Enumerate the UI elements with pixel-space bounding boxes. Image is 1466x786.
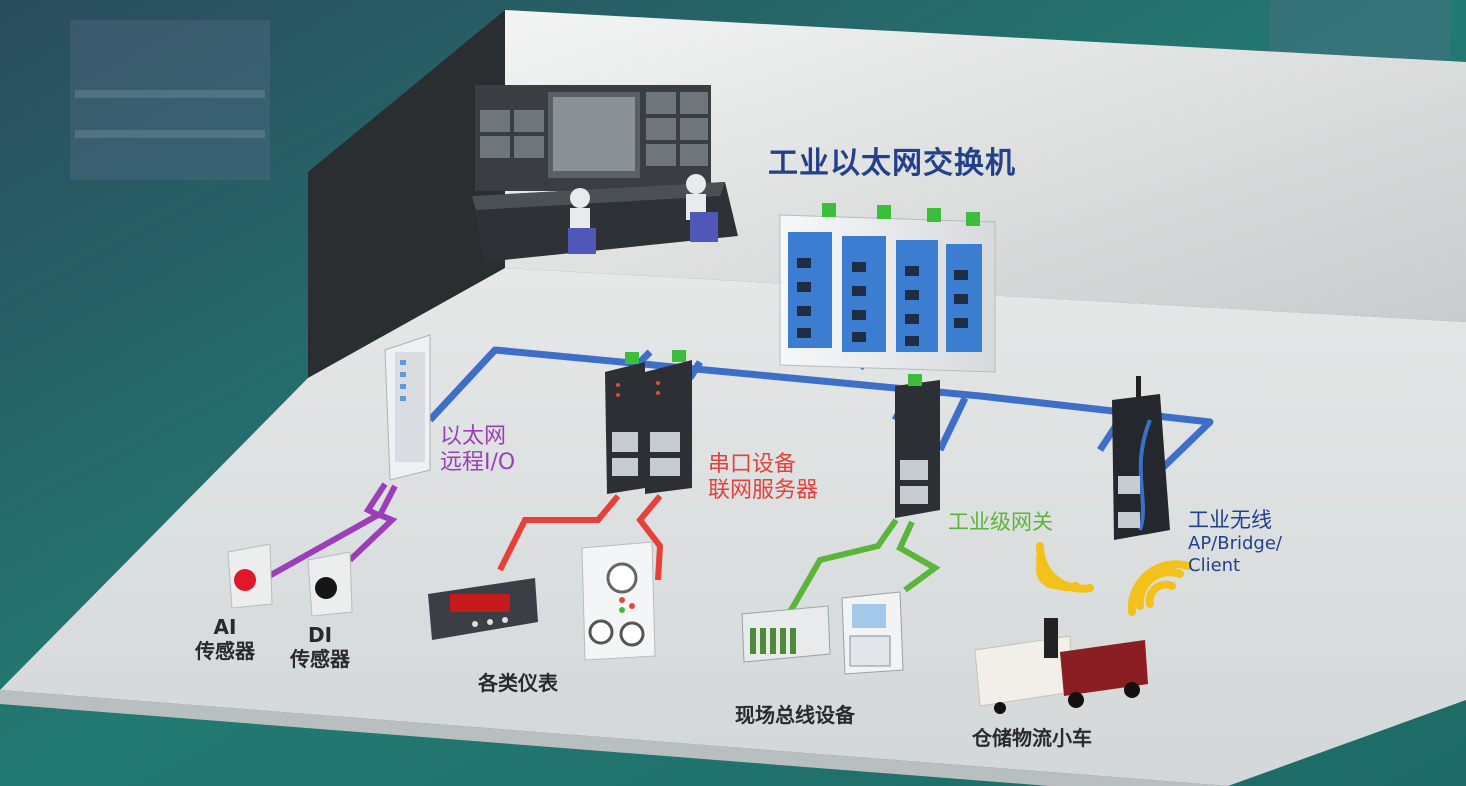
wireless-label-line2: AP/Bridge/: [1188, 533, 1282, 555]
serial-device-server-icon: [605, 350, 692, 494]
ai-sensor-icon: [227, 543, 273, 609]
ethernet-switch-icon: [779, 203, 996, 373]
remote-io-label: 以太网 远程I/O: [440, 424, 515, 476]
remote-io-module-icon: [384, 334, 431, 481]
gauge-instrument-icon: [581, 541, 656, 661]
agv-cart-icon: [974, 618, 1148, 714]
agv-label: 仓储物流小车: [972, 726, 1092, 750]
back-wall: [505, 10, 1466, 322]
serial-server-label: 串口设备 联网服务器: [708, 452, 818, 504]
plc-rack-icon: [741, 605, 831, 663]
control-room-icon: [472, 85, 738, 262]
remote-io-label-line1: 以太网: [440, 424, 507, 449]
serial-links: [497, 494, 664, 581]
meters-label: 各类仪表: [478, 671, 558, 695]
wireless-label: 工业无线 AP/Bridge/ Client: [1188, 508, 1282, 576]
industrial-gateway-icon: [895, 374, 940, 518]
ai-sensor-label: AI 传感器: [195, 615, 255, 663]
hmi-panel-icon: [841, 591, 904, 675]
switch-title: 工业以太网交换机: [768, 146, 1016, 181]
remote-io-label-line2: 远程I/O: [440, 449, 516, 475]
di-sensor-icon: [307, 551, 353, 617]
gateway-links: [787, 518, 941, 614]
di-sensor-label: DI 传感器: [290, 623, 350, 671]
di-sensor-label-line2: 传感器: [290, 646, 350, 671]
wireless-wave-icon: [1035, 542, 1192, 616]
ai-sensor-label-line1: AI: [213, 615, 237, 639]
serial-server-label-line2: 联网服务器: [708, 477, 819, 503]
serial-server-label-line1: 串口设备: [708, 452, 797, 477]
wireless-ap-icon: [1112, 376, 1170, 540]
floor-edge: [0, 690, 1228, 786]
gateway-label: 工业级网关: [948, 510, 1053, 534]
ai-sensor-label-line2: 传感器: [195, 638, 255, 663]
fieldbus-label: 现场总线设备: [735, 703, 855, 727]
di-sensor-label-line1: DI: [307, 623, 333, 647]
wireless-label-line1: 工业无线: [1188, 508, 1272, 532]
left-wall: [308, 10, 505, 378]
panel-meter-icon: [428, 578, 538, 640]
remote-io-links: [260, 482, 398, 583]
wireless-label-line3: Client: [1188, 554, 1241, 576]
